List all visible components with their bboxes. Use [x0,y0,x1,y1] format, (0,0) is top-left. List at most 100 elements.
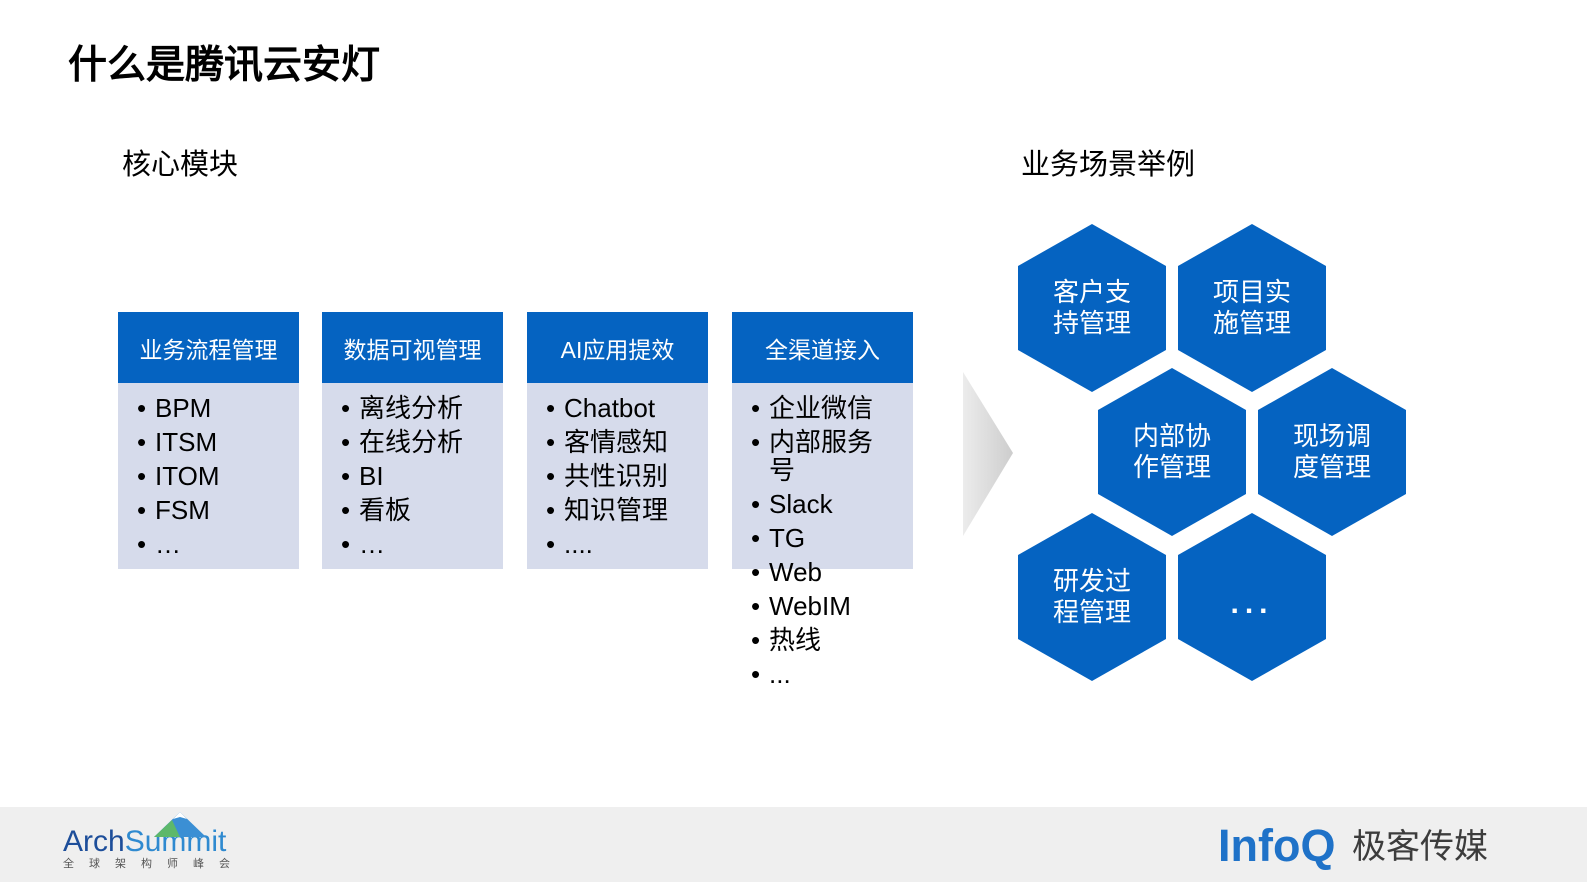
bullet-icon [341,428,359,456]
list-item: Web [751,558,913,586]
list-item: Slack [751,490,913,518]
module-title: 业务流程管理 [139,336,278,363]
scenario-hexagon-internal-collaboration: 内部协作管理 [1098,368,1246,536]
bullet-icon [137,428,155,456]
module-item-list: Chatbot 客情感知 共性识别 知识管理 .... [527,394,708,564]
module-body: 企业微信 内部服务号 Slack TG Web WebIM 热线 ... [732,383,913,688]
bullet-icon [751,592,769,620]
scenario-label: 内部协作管理 [1132,421,1211,482]
module-data-visualization: 数据可视管理 离线分析 在线分析 BI 看板 … [322,312,503,569]
list-item: .... [546,530,708,558]
module-item-text: … [155,529,181,559]
module-item-text: BPM [155,393,212,423]
module-body: BPM ITSM ITOM FSM … [118,383,299,569]
bullet-icon [546,394,564,422]
chevron-right-icon [963,372,1013,536]
scenario-hexagon-more: ... [1178,513,1326,681]
module-item-list: BPM ITSM ITOM FSM … [118,394,299,564]
module-header: AI应用提效 [527,312,708,383]
module-business-process: 业务流程管理 BPM ITSM ITOM FSM … [118,312,299,569]
bullet-icon [751,626,769,654]
bullet-icon [137,394,155,422]
bullet-icon [751,394,769,422]
module-item-text: ITSM [155,427,218,457]
module-item-text: 在线分析 [359,427,464,457]
logo-text-arch: Arch [63,825,125,858]
list-item: ITOM [137,462,299,490]
list-item: … [341,530,503,558]
module-item-text: ITOM [155,461,220,491]
module-omnichannel-access: 全渠道接入 企业微信 内部服务号 Slack TG Web WebIM 热线 .… [732,312,913,688]
archsummit-logo: ArchSummit [63,826,226,858]
module-item-text: 企业微信 [769,393,874,423]
module-item-text: FSM [155,495,210,525]
module-item-text: .... [564,529,593,559]
list-item: 热线 [751,626,913,654]
module-item-text: BI [359,461,384,491]
module-body: Chatbot 客情感知 共性识别 知识管理 .... [527,383,708,569]
bullet-icon [341,496,359,524]
list-item: 在线分析 [341,428,503,456]
bullet-icon [546,462,564,490]
scenario-label: 项目实施管理 [1212,277,1291,338]
module-item-text: TG [769,523,806,553]
bullet-icon [546,530,564,558]
bullet-icon [546,428,564,456]
list-item: 客情感知 [546,428,708,456]
module-item-list: 离线分析 在线分析 BI 看板 … [322,394,503,564]
list-item: 企业微信 [751,394,913,422]
module-item-text: Chatbot [564,393,656,423]
list-item: FSM [137,496,299,524]
module-body: 离线分析 在线分析 BI 看板 … [322,383,503,569]
module-item-text: … [359,529,385,559]
bullet-icon [751,490,769,518]
list-item: WebIM [751,592,913,620]
module-item-text: 知识管理 [564,495,669,525]
scenario-label: ... [1230,586,1274,620]
module-item-text: 离线分析 [359,393,464,423]
module-title: AI应用提效 [560,336,675,363]
footer-band [0,807,1587,882]
module-item-text: 热线 [769,625,822,655]
list-item: 看板 [341,496,503,524]
list-item: Chatbot [546,394,708,422]
module-item-text: ... [769,659,791,689]
bullet-icon [137,530,155,558]
module-item-text: 共性识别 [564,461,669,491]
list-item: 知识管理 [546,496,708,524]
bullet-icon [341,530,359,558]
bullet-icon [341,462,359,490]
module-item-text: 客情感知 [564,427,669,457]
bullet-icon [341,394,359,422]
bullet-icon [137,462,155,490]
module-header: 数据可视管理 [322,312,503,383]
list-item: 内部服务号 [751,428,913,484]
module-item-text: 看板 [359,495,412,525]
list-item: 共性识别 [546,462,708,490]
list-item: … [137,530,299,558]
module-title: 数据可视管理 [343,336,482,363]
infoq-tagline: 极客传媒 [1352,828,1488,866]
list-item: ITSM [137,428,299,456]
bullet-icon [751,660,769,688]
bullet-icon [751,558,769,586]
scenario-label: 研发过程管理 [1052,566,1131,627]
module-item-text: WebIM [769,591,851,621]
bullet-icon [751,428,769,484]
module-item-text: 内部服务号 [769,427,874,485]
module-header: 全渠道接入 [732,312,913,383]
scenario-label: 现场调度管理 [1292,421,1371,482]
list-item: ... [751,660,913,688]
bullet-icon [137,496,155,524]
bullet-icon [546,496,564,524]
module-item-text: Web [769,557,822,587]
scenario-hexagon-field-dispatch: 现场调度管理 [1258,368,1406,536]
module-item-list: 企业微信 内部服务号 Slack TG Web WebIM 热线 ... [732,394,913,694]
list-item: BPM [137,394,299,422]
module-title: 全渠道接入 [765,336,880,363]
infoq-logo: InfoQ [1218,820,1336,871]
module-ai-efficiency: AI应用提效 Chatbot 客情感知 共性识别 知识管理 .... [527,312,708,569]
module-header: 业务流程管理 [118,312,299,383]
mountain-icon [154,812,206,837]
archsummit-tagline: 全球架构师峰会 [63,858,245,870]
